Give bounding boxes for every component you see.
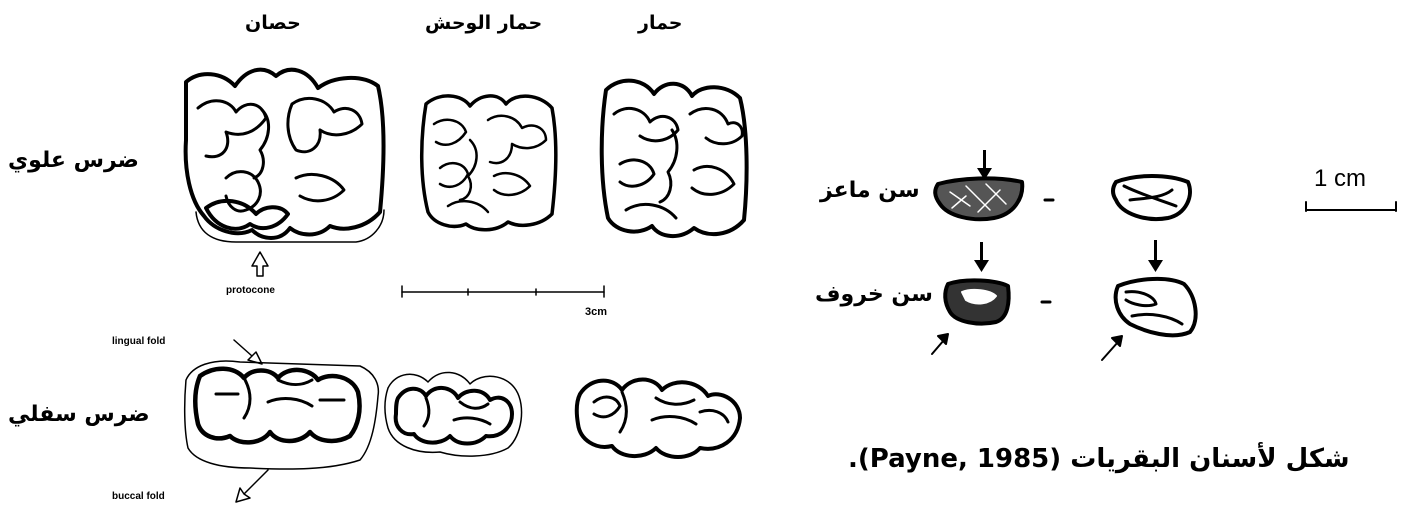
sheep-tooth-left-diagonal-arrow-icon — [932, 334, 948, 354]
sheep-tooth-right-diagonal-arrow-icon — [1102, 336, 1122, 360]
equid-scale-bar — [402, 286, 604, 297]
protocone-arrow-icon — [252, 252, 268, 276]
donkey-upper-molar — [602, 81, 747, 236]
horse-upper-molar — [186, 70, 384, 242]
goat-tooth-left — [935, 178, 1022, 219]
horse-lower-molar — [185, 361, 379, 469]
sheep-tooth-left — [945, 280, 1008, 323]
sheep-tooth-right-arrow-icon — [1148, 240, 1163, 272]
donkey-lower-molar — [577, 380, 740, 458]
caprine-scale-bar — [1306, 202, 1396, 211]
goat-tooth-right — [1113, 176, 1190, 219]
goat-tooth-left-arrow-icon — [977, 150, 992, 180]
sheep-tooth-right — [1116, 279, 1196, 335]
lingual-fold-arrow-icon — [234, 340, 262, 364]
wild-ass-upper-molar — [422, 96, 556, 230]
sheep-tooth-left-arrow-icon — [974, 242, 989, 272]
wild-ass-lower-molar — [385, 372, 522, 456]
buccal-fold-arrow-icon — [236, 470, 268, 502]
